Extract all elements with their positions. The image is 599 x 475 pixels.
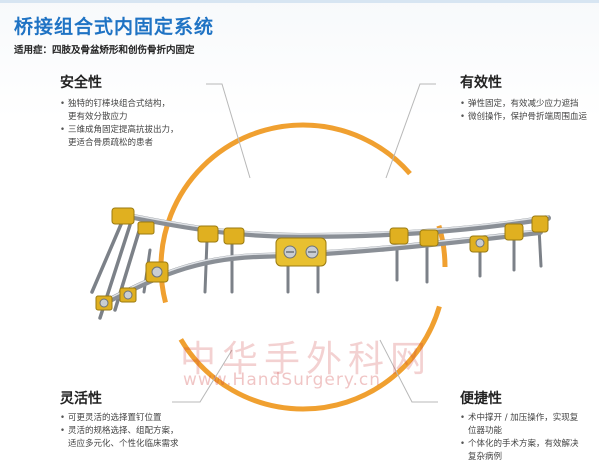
upper-rod-highlight — [117, 211, 549, 235]
bullet-list-efficacy: 弹性固定，有效减少应力遮挡 微创操作，保护骨折端周围血运 — [460, 98, 595, 124]
page-title: 桥接组合式内固定系统 — [14, 16, 215, 38]
section-title-safety: 安全性 — [60, 75, 102, 91]
screw — [90, 220, 124, 294]
center-bridge-block — [275, 237, 327, 267]
leader-line-flexibility — [172, 349, 233, 403]
clamp — [389, 227, 409, 245]
bullet-item: 微创操作，保护骨折端周围血运 — [460, 111, 595, 124]
clamp — [111, 207, 135, 225]
upper-rod — [115, 211, 551, 240]
section-title-convenience: 便捷性 — [460, 391, 502, 407]
leader-line-convenience — [379, 339, 438, 403]
bullet-list-safety: 独特的钉棒块组合式结构，更有效分散应力 三维成角固定提高抗拔出力，更适合骨质疏松… — [60, 98, 220, 150]
watermark-url: www.HandSurgery.cn — [183, 370, 381, 390]
leader-line-efficacy — [385, 83, 436, 179]
bullet-item: 三维成角固定提高抗拔出力，更适合骨质疏松的患者 — [60, 124, 220, 150]
bullet-item: 弹性固定，有效减少应力遮挡 — [460, 98, 595, 111]
top-accent-line — [0, 0, 599, 3]
clamp — [531, 215, 549, 233]
clamp — [223, 227, 245, 245]
screw — [203, 238, 209, 294]
watermark-text: 中华手外科网 — [180, 339, 433, 380]
section-title-efficacy: 有效性 — [460, 75, 502, 91]
bullet-item: 可更灵活的选择置钉位置 — [60, 412, 210, 425]
clamp — [197, 225, 219, 243]
clamp — [504, 223, 524, 241]
bullet-item: 独特的钉棒块组合式结构，更有效分散应力 — [60, 98, 220, 124]
bullet-item: 灵活的规格选择、组配方案，适应多元化、个性化临床需求 — [60, 425, 210, 451]
clamp — [419, 229, 439, 247]
screw-heads — [99, 238, 485, 308]
bullet-list-flexibility: 可更灵活的选择置钉位置 灵活的规格选择、组配方案，适应多元化、个性化临床需求 — [60, 412, 210, 451]
clamp — [137, 221, 155, 235]
gold-clamps — [95, 207, 549, 311]
section-title-flexibility: 灵活性 — [60, 391, 102, 407]
leader-line-safety — [206, 83, 251, 179]
page-subtitle: 适用症：四肢及骨盆矫形和创伤骨折内固定 — [14, 45, 195, 56]
